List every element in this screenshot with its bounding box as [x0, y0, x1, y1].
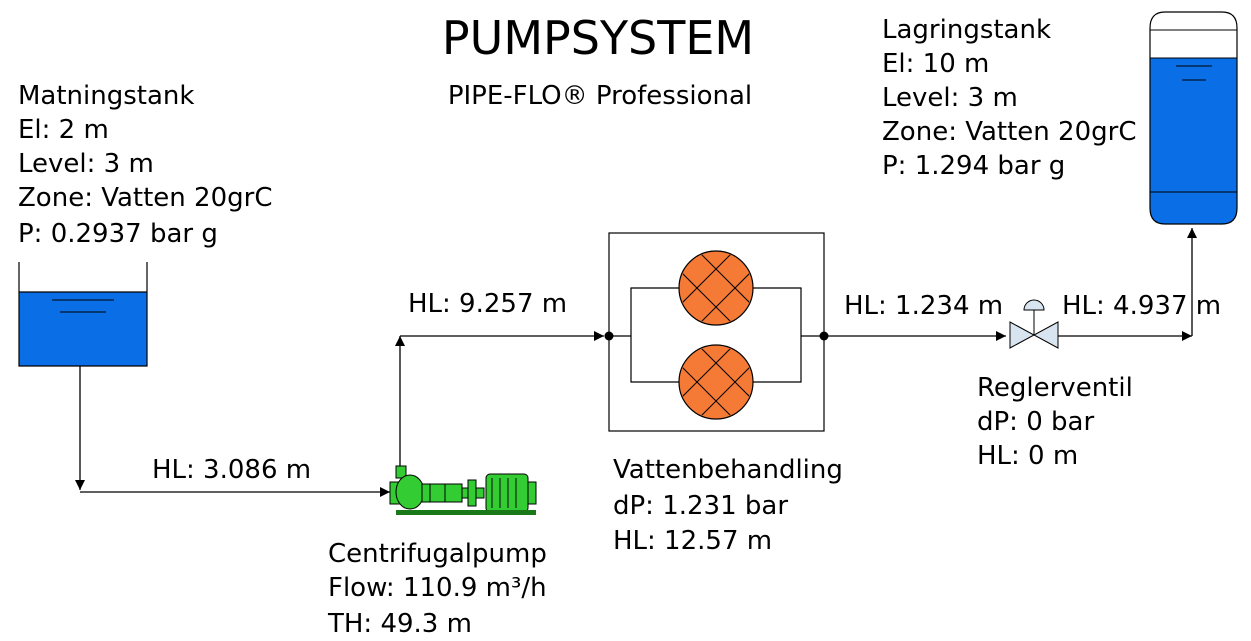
treatment-inlet-node — [604, 331, 614, 341]
storage-tank-label: Lagringstank El: 10 m Level: 3 m Zone: V… — [882, 15, 1136, 181]
storage-tank-level: Level: 3 m — [882, 83, 1018, 113]
supply-tank-zone: Zone: Vatten 20grC — [18, 183, 272, 213]
hatch-line — [697, 346, 752, 401]
hatch-line — [680, 269, 735, 324]
supply-tank-elevation: El: 2 m — [18, 115, 109, 145]
valve-name: Reglerventil — [977, 373, 1133, 403]
pump-coupling-guard — [467, 479, 477, 507]
valve-body-left — [1009, 321, 1036, 349]
storage-tank-water — [1150, 58, 1237, 224]
pump-baseplate — [396, 510, 536, 515]
storage-tank-shell — [1149, 11, 1238, 225]
pump-bearing-housing — [421, 483, 463, 503]
filter-lower — [678, 344, 754, 420]
pipe-3-head-loss: HL: 1.234 m — [844, 291, 1003, 321]
valve-actuator — [1023, 299, 1045, 311]
supply-tank-level: Level: 3 m — [18, 149, 154, 179]
pump-name: Centrifugalpump — [328, 539, 547, 569]
pipe-1-head-loss: HL: 3.086 m — [152, 455, 311, 485]
supply-tank[interactable] — [18, 262, 148, 367]
hatch-line — [697, 269, 752, 324]
page-title: PUMPSYSTEM — [442, 11, 754, 65]
pipe-4-head-loss: HL: 4.937 m — [1062, 291, 1221, 321]
page-subtitle: PIPE-FLO® Professional — [448, 81, 752, 111]
treatment-pressure-drop: dP: 1.231 bar — [613, 491, 788, 521]
supply-tank-name: Matningstank — [18, 81, 194, 111]
hatch-line — [697, 252, 752, 307]
control-valve[interactable] — [1009, 299, 1059, 349]
centrifugal-pump[interactable] — [389, 465, 537, 515]
treatment-head-loss: HL: 12.57 m — [613, 526, 772, 556]
pipe-1[interactable]: HL: 3.086 m — [75, 366, 390, 497]
hatch-line — [697, 363, 752, 418]
hatch-line — [680, 363, 735, 418]
filter-upper-body — [678, 250, 754, 326]
storage-tank-elevation: El: 10 m — [882, 49, 989, 79]
storage-tank-name: Lagringstank — [882, 15, 1051, 45]
pipe-4[interactable]: HL: 4.937 m — [1058, 228, 1221, 341]
valve-pressure-drop: dP: 0 bar — [977, 407, 1094, 437]
valve-body-right — [1032, 321, 1059, 349]
supply-tank-wall — [18, 262, 148, 367]
pump-volute — [395, 474, 425, 510]
storage-tank-zone: Zone: Vatten 20grC — [882, 117, 1136, 147]
supply-tank-water — [19, 292, 147, 366]
water-treatment-unit[interactable] — [604, 232, 829, 432]
filter-upper — [678, 250, 754, 326]
pipe-2[interactable]: HL: 9.257 m — [395, 289, 604, 466]
filter-lower-crosshatch — [680, 346, 752, 418]
pipe-3[interactable]: HL: 1.234 m — [824, 291, 1006, 341]
filter-lower-body — [678, 344, 754, 420]
pump-motor-end — [527, 481, 537, 505]
valve-head-loss: HL: 0 m — [977, 441, 1078, 471]
hatch-line — [680, 252, 735, 307]
filter-upper-crosshatch — [680, 252, 752, 324]
treatment-inlet-manifold — [630, 287, 679, 383]
supply-tank-pressure: P: 0.2937 bar g — [18, 219, 218, 249]
pipe-2-head-loss: HL: 9.257 m — [408, 289, 567, 319]
hatch-line — [680, 346, 735, 401]
storage-tank-pressure: P: 1.294 bar g — [882, 151, 1065, 181]
storage-tank[interactable] — [1149, 11, 1238, 225]
pump-total-head: TH: 49.3 m — [327, 609, 472, 639]
supply-tank-label: Matningstank El: 2 m Level: 3 m Zone: Va… — [18, 81, 272, 249]
pump-outlet-flange — [395, 465, 407, 479]
pump-flow: Flow: 110.9 m³/h — [328, 573, 547, 603]
treatment-name: Vattenbehandling — [613, 455, 843, 485]
treatment-outlet-manifold — [753, 287, 802, 383]
